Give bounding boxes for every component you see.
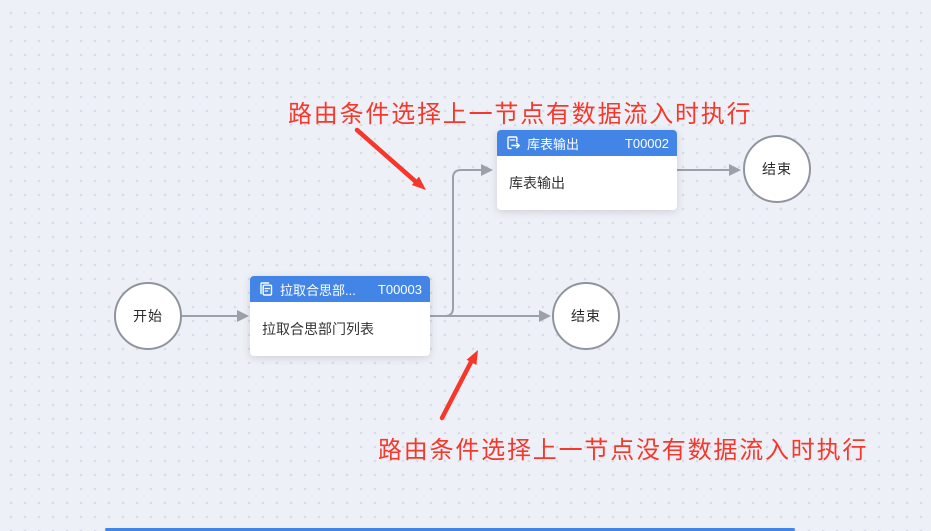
connector-start-to-task1 — [182, 310, 249, 322]
end-node-bottom[interactable]: 结束 — [552, 282, 620, 350]
annotation-arrow-bottom — [439, 350, 478, 421]
connector-task1-to-task2 — [444, 164, 493, 317]
task1-description: 拉取合思部门列表 — [262, 321, 374, 337]
task1-title: 拉取合思部... — [280, 282, 356, 298]
start-node[interactable]: 开始 — [114, 282, 182, 350]
annotation-text-top: 路由条件选择上一节点有数据流入时执行 — [288, 101, 753, 128]
task2-body: 库表输出 — [497, 156, 677, 210]
task2-title: 库表输出 — [527, 136, 580, 152]
task1-header: 拉取合思部... T00003 — [250, 276, 430, 302]
doc-export-arrow-icon — [507, 136, 520, 150]
end-node-top-label: 结束 — [762, 161, 792, 177]
start-node-label: 开始 — [133, 308, 163, 324]
annotation-text-bottom: 路由条件选择上一节点没有数据流入时执行 — [378, 437, 869, 464]
task2-description: 库表输出 — [509, 175, 565, 191]
copy-pages-icon — [260, 282, 273, 296]
end-node-top[interactable]: 结束 — [743, 135, 811, 203]
connector-task2-to-end-top — [677, 164, 741, 176]
task1-body: 拉取合思部门列表 — [250, 302, 430, 356]
horizontal-scrollbar[interactable] — [105, 528, 795, 531]
task-node-pull-departments[interactable]: 拉取合思部... T00003 拉取合思部门列表 — [250, 276, 430, 356]
task2-header: 库表输出 T00002 — [497, 130, 677, 156]
task-node-db-output[interactable]: 库表输出 T00002 库表输出 — [497, 130, 677, 210]
connector-task1-to-end-bottom — [430, 310, 551, 322]
end-node-bottom-label: 结束 — [571, 308, 601, 324]
task2-id: T00002 — [624, 135, 669, 151]
task1-id: T00003 — [377, 281, 422, 297]
annotation-arrow-top — [354, 127, 426, 190]
